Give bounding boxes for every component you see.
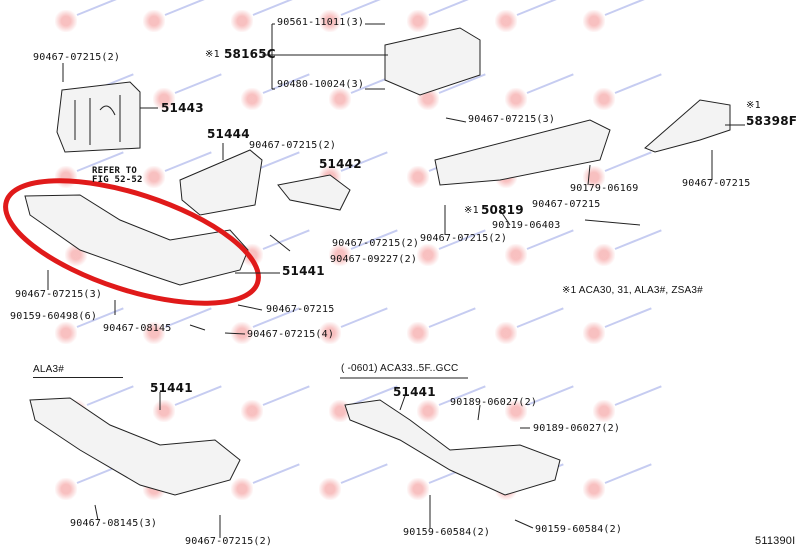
- label-90467-07215-c: 90467-07215(3): [468, 114, 556, 125]
- watermark-logo: [505, 88, 527, 110]
- watermark-logo: [143, 10, 165, 32]
- watermark-logo: [241, 400, 263, 422]
- watermark-logo: [329, 244, 351, 266]
- watermark-logo: [55, 10, 77, 32]
- watermark-logo: [505, 244, 527, 266]
- label-90467-07215-l: 90467-07215(4): [247, 329, 335, 340]
- part-51441-ala3: [29, 397, 241, 496]
- refer-fig-label: FIG 52-52: [92, 175, 143, 185]
- watermark-logo: [143, 322, 165, 344]
- part-51442: [277, 174, 351, 211]
- watermark-logo: [583, 322, 605, 344]
- section-title-aca33: ( -0601) ACA33..5F..GCC: [341, 363, 459, 374]
- label-90467-07215-i: 90467-07215(3): [15, 289, 103, 300]
- label-90480-10024: 90480-10024(3): [277, 79, 365, 90]
- watermark-logo: [319, 322, 341, 344]
- watermark-logo: [153, 88, 175, 110]
- label-90159-60584-a: 90159-60584(2): [403, 527, 491, 538]
- watermark-logo: [231, 322, 253, 344]
- note-mark: ※1: [205, 49, 220, 60]
- label-90467-07215-e: 90467-07215: [532, 199, 601, 210]
- part-51444: [179, 149, 263, 216]
- label-90159-60498: 90159-60498(6): [10, 311, 98, 322]
- label-90467-07215-g: 90467-07215(2): [332, 238, 420, 249]
- watermark-logo: [417, 400, 439, 422]
- watermark-logo: [583, 10, 605, 32]
- label-51441: 51441: [282, 264, 325, 278]
- watermark-logo: [593, 88, 615, 110]
- label-90467-07215-k: 90467-07215: [266, 304, 335, 315]
- note-mark: ※1: [464, 205, 479, 216]
- watermark-logo: [593, 400, 615, 422]
- part-58398f: [644, 99, 731, 153]
- label-90189-06027-a: 90189-06027(2): [450, 397, 538, 408]
- label-51444: 51444: [207, 127, 250, 141]
- watermark-logo: [407, 10, 429, 32]
- label-58398f: 58398F: [746, 114, 798, 128]
- label-90467-07215-b: 90467-07215(2): [249, 140, 337, 151]
- watermark-logo: [241, 88, 263, 110]
- label-90467-09227: 90467-09227(2): [330, 254, 418, 265]
- watermark-logo: [417, 244, 439, 266]
- label-90467-08145-3: 90467-08145(3): [70, 518, 158, 529]
- highlight-ellipse: [3, 178, 261, 306]
- label-90561-11011: 90561-11011(3): [277, 17, 365, 28]
- part-50819: [434, 119, 611, 186]
- watermark-logo: [55, 322, 77, 344]
- label-90179-06169: 90179-06169: [570, 183, 639, 194]
- label-90159-60584-b: 90159-60584(2): [535, 524, 623, 535]
- watermark-logo: [505, 400, 527, 422]
- label-51441-ala3: 51441: [150, 381, 193, 395]
- label-90467-07215-a: 90467-07215(2): [33, 52, 121, 63]
- figure-id: 511390I: [755, 535, 796, 547]
- watermark-logo: [143, 166, 165, 188]
- refer-to-label: REFER TO: [92, 166, 137, 176]
- watermark-logo: [583, 478, 605, 500]
- note-mark: ※1: [746, 100, 761, 111]
- label-90467-08145: 90467-08145: [103, 323, 172, 334]
- label-90467-07215-d: 90467-07215: [682, 178, 751, 189]
- watermark-logo: [495, 10, 517, 32]
- section-title-ala3: ALA3#: [33, 365, 123, 378]
- watermark-logo: [55, 478, 77, 500]
- label-51441-aca33: 51441: [393, 385, 436, 399]
- watermark-logo: [593, 244, 615, 266]
- watermark-logo: [319, 478, 341, 500]
- part-51441-main: [24, 194, 249, 286]
- watermark-logo: [495, 322, 517, 344]
- label-90189-06027-b: 90189-06027(2): [533, 423, 621, 434]
- label-50819: 50819: [481, 203, 524, 217]
- footnote: ※1 ACA30, 31, ALA3#, ZSA3#: [562, 285, 703, 296]
- part-51443: [56, 81, 141, 153]
- part-51441-aca33: [344, 399, 561, 496]
- watermark-logo: [329, 88, 351, 110]
- part-58165c: [384, 27, 481, 96]
- label-90467-07215-2: 90467-07215(2): [185, 536, 273, 547]
- label-58165c: 58165C: [224, 47, 276, 61]
- watermark-logo: [153, 400, 175, 422]
- watermark-logo: [319, 10, 341, 32]
- watermark-logo: [407, 322, 429, 344]
- label-51443: 51443: [161, 101, 204, 115]
- watermark-logo: [231, 10, 253, 32]
- watermark-logo: [407, 166, 429, 188]
- label-90467-07215-f: 90467-07215(2): [420, 233, 508, 244]
- label-90119-06403: 90119-06403: [492, 220, 561, 231]
- watermark-logo: [231, 478, 253, 500]
- label-51442: 51442: [319, 157, 362, 171]
- watermark-logo: [407, 478, 429, 500]
